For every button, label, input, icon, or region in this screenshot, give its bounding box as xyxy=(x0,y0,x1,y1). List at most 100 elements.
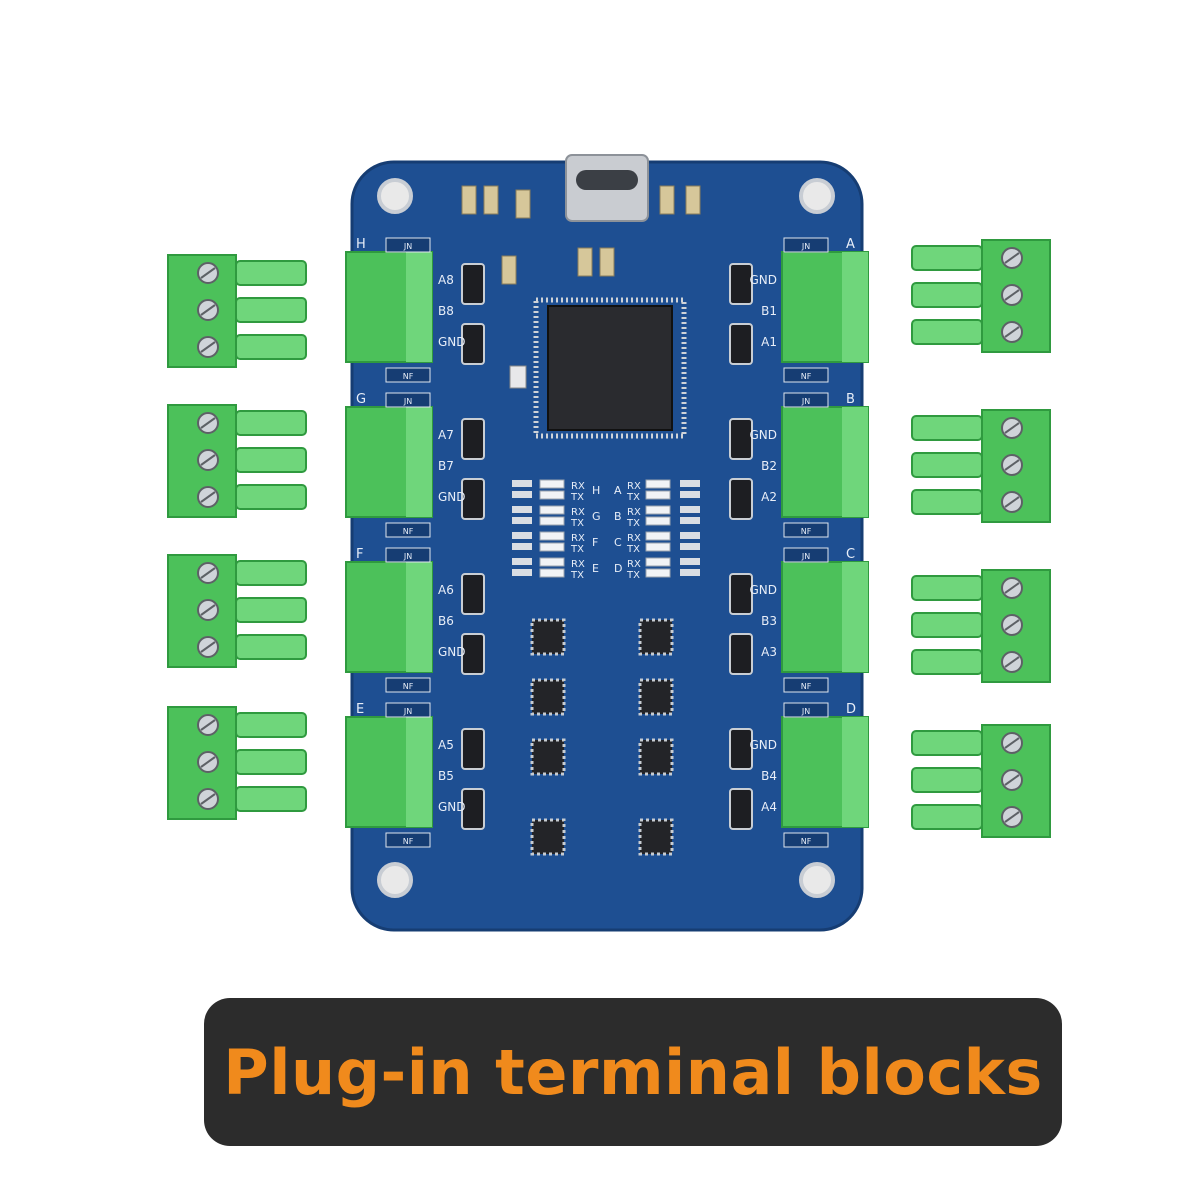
jumper-label: JN xyxy=(403,242,412,251)
port-letter-C: C xyxy=(846,547,855,562)
resistor xyxy=(512,532,532,539)
plug-fin xyxy=(911,767,983,793)
resistor xyxy=(680,480,700,487)
pin-label-gnd: GND xyxy=(438,335,466,349)
transceiver-chip xyxy=(638,738,674,776)
led-indicator xyxy=(645,557,671,567)
jumper-pad xyxy=(385,547,431,563)
jumper-label: JN xyxy=(403,707,412,716)
screw-slot xyxy=(1004,656,1020,668)
tvs-diode xyxy=(461,478,485,520)
header-right-1 xyxy=(781,251,869,363)
screw-slot xyxy=(1004,619,1020,631)
chip-body xyxy=(638,738,674,776)
header-face xyxy=(842,562,868,672)
transceiver-chip xyxy=(530,818,566,856)
led-channel-D: D xyxy=(614,562,622,575)
capacitor xyxy=(659,185,675,215)
jumper-pad xyxy=(385,832,431,848)
chip-body xyxy=(638,678,674,716)
resistor xyxy=(680,558,700,565)
resistor xyxy=(680,543,700,550)
screw-slot xyxy=(200,793,216,805)
jumper-pad xyxy=(783,237,829,253)
jumper-pad xyxy=(783,702,829,718)
jumper-pad xyxy=(783,677,829,693)
pin-label-b1: B1 xyxy=(761,304,777,318)
terminal-plug-right-2 xyxy=(911,409,1051,523)
plug-fin xyxy=(235,597,307,623)
capacitor xyxy=(483,185,499,215)
terminal-plug-right-4 xyxy=(911,724,1051,838)
transceiver-chip xyxy=(530,738,566,776)
tvs-diode xyxy=(729,263,753,305)
capacitor xyxy=(577,247,593,277)
capacitor xyxy=(501,255,517,285)
jumper-label: JN xyxy=(801,552,810,561)
pin-label-a7: A7 xyxy=(438,428,454,442)
pin-label-a6: A6 xyxy=(438,583,454,597)
resistor xyxy=(512,517,532,524)
screw-slot xyxy=(1004,582,1020,594)
pin-label-gnd: GND xyxy=(749,738,777,752)
led-channel-A: A xyxy=(614,484,622,497)
pin-label-a3: A3 xyxy=(761,645,777,659)
screw-slot xyxy=(200,417,216,429)
pin-label-gnd: GND xyxy=(749,583,777,597)
terminal-plug-right-1 xyxy=(911,239,1051,353)
plug-fin xyxy=(911,730,983,756)
screw-slot xyxy=(1004,811,1020,823)
terminal-plug-left-1 xyxy=(167,254,307,368)
resistor xyxy=(512,569,532,576)
header-face xyxy=(842,717,868,827)
resistor xyxy=(680,506,700,513)
pin-label-b6: B6 xyxy=(438,614,454,628)
jumper-label: JN xyxy=(801,242,810,251)
led-label-rx: RX xyxy=(627,533,641,544)
port-letter-G: G xyxy=(356,392,366,407)
port-letter-A: A xyxy=(846,237,855,252)
tvs-diode xyxy=(729,573,753,615)
tvs-diode xyxy=(461,573,485,615)
jumper-label: NF xyxy=(403,682,414,691)
jumper-label: NF xyxy=(801,527,812,536)
mounting-holes xyxy=(377,178,835,898)
plug-fin xyxy=(235,786,307,812)
chip-body xyxy=(638,818,674,856)
plug-fin xyxy=(911,245,983,271)
jumper-pad xyxy=(783,392,829,408)
jumper-pad xyxy=(783,832,829,848)
screw-slot xyxy=(1004,289,1020,301)
jumper-label: NF xyxy=(403,837,414,846)
jumper-label: JN xyxy=(801,707,810,716)
jumper-pad xyxy=(385,237,431,253)
screw-slot xyxy=(200,454,216,466)
screw-slot xyxy=(200,267,216,279)
caption-text: Plug-in terminal blocks xyxy=(223,1035,1043,1109)
led-label-tx: TX xyxy=(626,492,640,503)
plug-fin xyxy=(235,484,307,510)
pin-label-gnd: GND xyxy=(438,645,466,659)
header-face xyxy=(406,717,432,827)
led-indicator xyxy=(645,568,671,578)
resistor xyxy=(512,506,532,513)
plug-fin xyxy=(235,334,307,360)
led-channel-F: F xyxy=(592,536,598,549)
resistor xyxy=(512,558,532,565)
terminal-plug-right-3 xyxy=(911,569,1051,683)
screw-slot xyxy=(1004,774,1020,786)
pin-label-a4: A4 xyxy=(761,800,777,814)
pin-label-gnd: GND xyxy=(438,800,466,814)
transceiver-chip xyxy=(638,818,674,856)
chip-body xyxy=(530,818,566,856)
jumper-label: NF xyxy=(801,372,812,381)
chip-body xyxy=(638,618,674,656)
screw-slot xyxy=(1004,496,1020,508)
transceiver-chip xyxy=(638,618,674,656)
screw-slot xyxy=(1004,422,1020,434)
led-indicator xyxy=(645,505,671,515)
plug-fin xyxy=(911,649,983,675)
led-indicator xyxy=(645,531,671,541)
led-channel-G: G xyxy=(592,510,601,523)
port-letter-D: D xyxy=(846,702,856,717)
